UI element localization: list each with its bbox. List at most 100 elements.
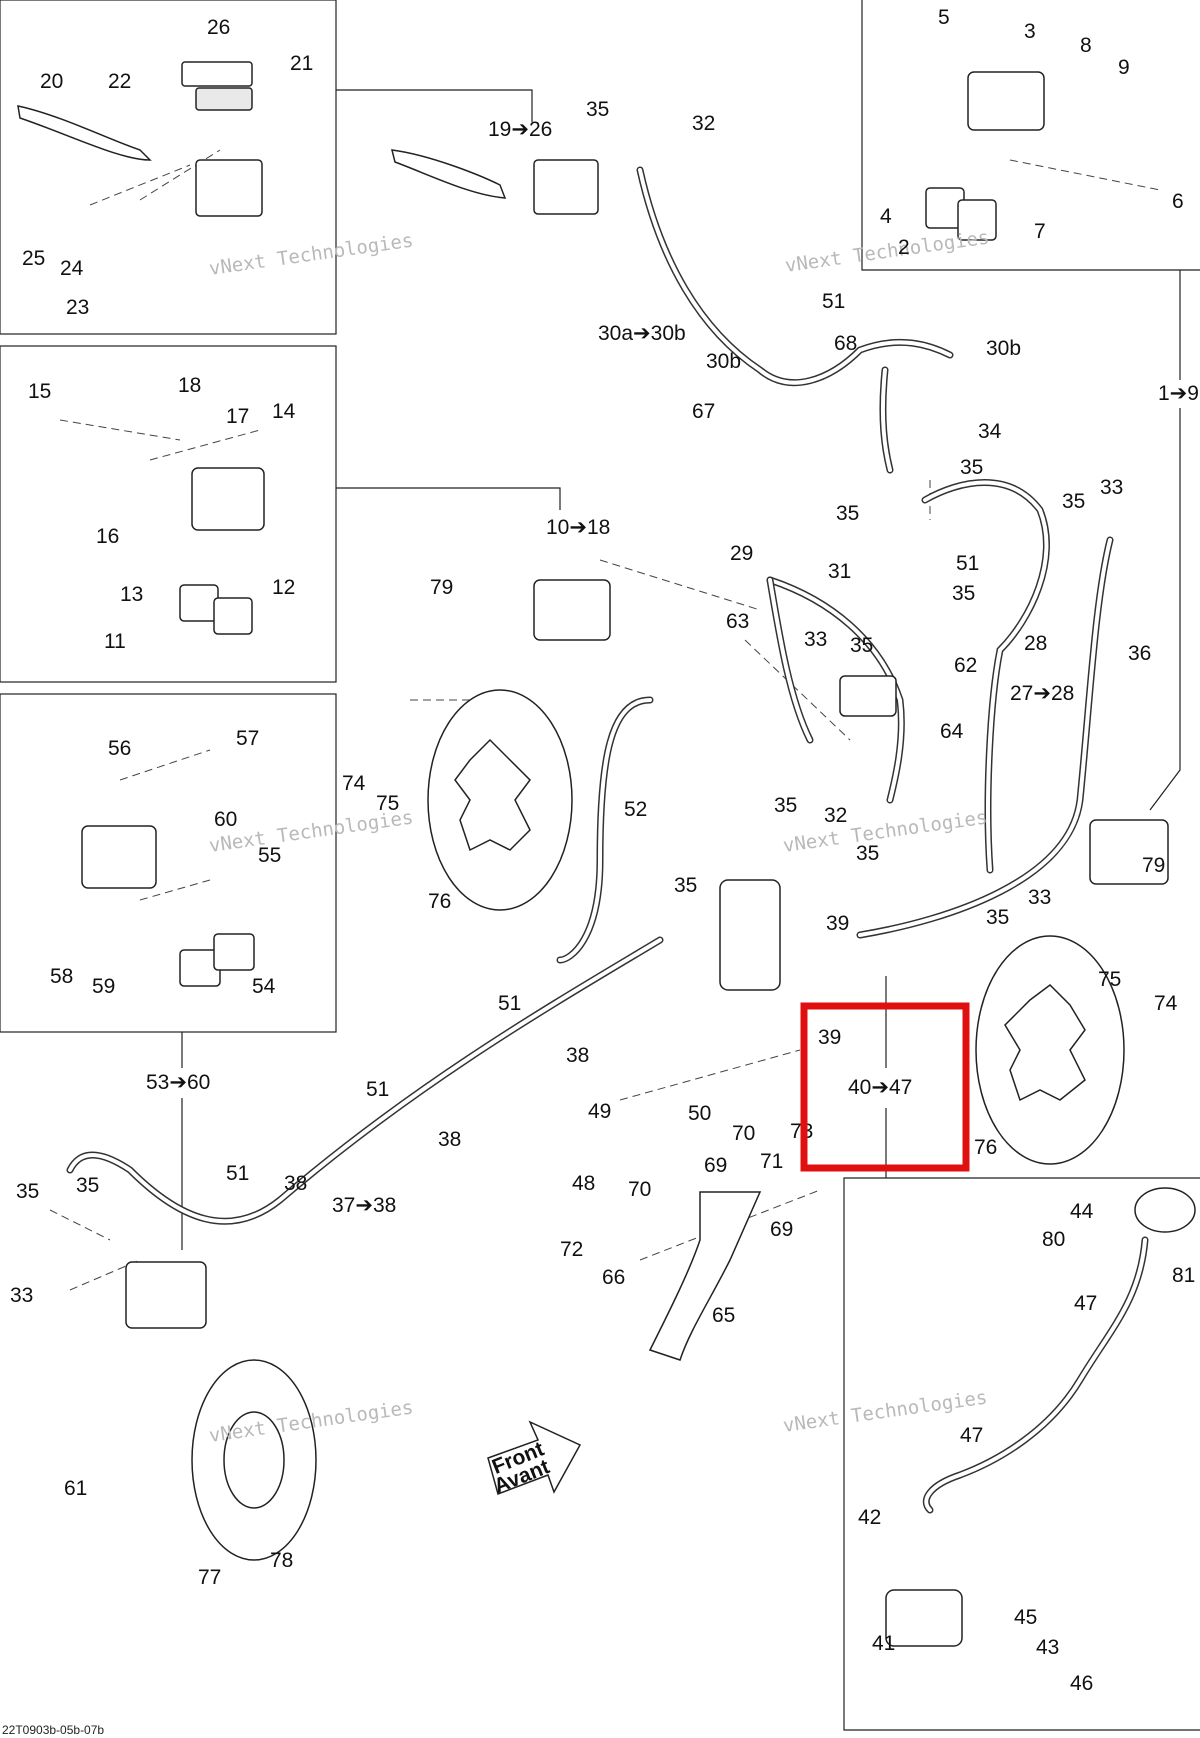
part-number-label: 37➔38 [332,1194,396,1217]
part-number-label: 16 [96,525,119,548]
part-number-label: 58 [50,965,73,988]
caliper [1089,819,1169,885]
part-number-label: 48 [572,1172,595,1195]
part-number-label: 33 [804,628,827,651]
part-number-label: 64 [940,720,964,743]
part-number-label: 18 [178,374,201,397]
part-number-label: 38 [438,1128,461,1151]
part-number-label: 30a➔30b [598,322,686,345]
part-number-label: 62 [954,654,977,677]
brake-pad [213,597,253,635]
part-number-label: 72 [560,1238,583,1261]
part-number-label: 45 [1014,1606,1037,1629]
part-number-label: 9 [1118,56,1130,79]
part-number-label: 29 [730,542,753,565]
part-number-label: 26 [207,16,230,39]
watermark-text: vNext Technologies [782,807,989,857]
watermark-text: vNext Technologies [208,230,415,280]
part-number-label: 40➔47 [848,1076,912,1099]
part-number-label: 70 [628,1178,651,1201]
part-number-label: 53➔60 [146,1071,210,1094]
part-number-label: 35 [952,582,975,605]
part-number-label: 35 [774,794,797,817]
part-number-label: 27➔28 [1010,682,1074,705]
part-number-label: 54 [252,975,276,998]
part-number-label: 80 [1042,1228,1065,1251]
part-number-label: 46 [1070,1672,1093,1695]
part-number-label: 31 [828,560,851,583]
part-number-label: 42 [858,1506,881,1529]
caliper [191,467,265,531]
part-number-label: 76 [974,1136,997,1159]
part-number-label: 55 [258,844,281,867]
part-number-label: 51 [822,290,845,313]
part-number-label: 35 [586,98,609,121]
part-number-label: 44 [1070,1200,1094,1223]
part-number-label: 2 [898,236,910,259]
diaphragm [195,87,253,111]
part-number-label: 35 [850,634,873,657]
inset-reservoir [843,1177,1200,1731]
part-number-label: 35 [960,456,983,479]
caliper [533,579,611,641]
part-number-label: 66 [602,1266,625,1289]
highlight-box [800,1002,970,1172]
watermark-text: vNext Technologies [782,1387,989,1437]
part-number-label: 39 [818,1026,841,1049]
part-number-label: 33 [1028,886,1051,909]
part-number-label: 10➔18 [546,516,610,539]
part-number-label: 79 [430,576,453,599]
part-number-label: 41 [872,1632,895,1655]
parts [17,61,1196,1647]
disc-hub [223,1411,285,1509]
part-number-label: 69 [704,1154,727,1177]
part-number-label: 3 [1024,20,1036,43]
part-number-label: 35 [836,502,859,525]
part-number-label: 67 [692,400,715,423]
part-number-label: 68 [834,332,857,355]
brake-lever [17,105,152,161]
caliper [81,825,157,889]
part-number-label: 38 [284,1172,307,1195]
part-number-label: 24 [60,257,84,280]
master-cylinder [195,159,263,217]
brake-lever [391,149,507,199]
brake-discs [191,689,1125,1561]
part-number-label: 51 [226,1162,249,1185]
part-number-label: 35 [76,1174,99,1197]
part-number-label: 13 [120,583,143,606]
part-number-label: 70 [732,1122,755,1145]
part-number-label: 23 [66,296,89,319]
rear-master-cylinder [885,1589,963,1647]
part-number-label: 52 [624,798,647,821]
part-number-label: 47 [1074,1292,1097,1315]
caliper [967,71,1045,131]
part-number-label: 35 [856,842,879,865]
part-number-label: 51 [366,1078,389,1101]
inset-rear-caliper [0,693,337,1033]
part-number-label: 77 [198,1566,221,1589]
part-number-label: 35 [1062,490,1085,513]
inset-front-left-master-cylinder [0,0,337,335]
part-number-label: 25 [22,247,45,270]
part-number-label: 7 [1034,220,1046,243]
part-number-label: 65 [712,1304,735,1327]
part-number-label: 21 [290,52,313,75]
brake-pad [179,584,219,622]
part-number-label: 35 [674,874,697,897]
part-number-label: 36 [1128,642,1151,665]
part-number-label: 79 [1142,854,1165,877]
part-number-label: 4 [880,205,892,228]
part-number-label: 14 [272,400,296,423]
master-cylinder [533,159,599,215]
part-number-label: 59 [92,975,115,998]
part-number-label: 71 [760,1150,783,1173]
part-number-label: 19➔26 [488,118,552,141]
part-number-label: 32 [824,804,847,827]
brake-lines [66,166,1149,1514]
part-number-label: 51 [498,992,521,1015]
inset-right-caliper [861,0,1200,271]
